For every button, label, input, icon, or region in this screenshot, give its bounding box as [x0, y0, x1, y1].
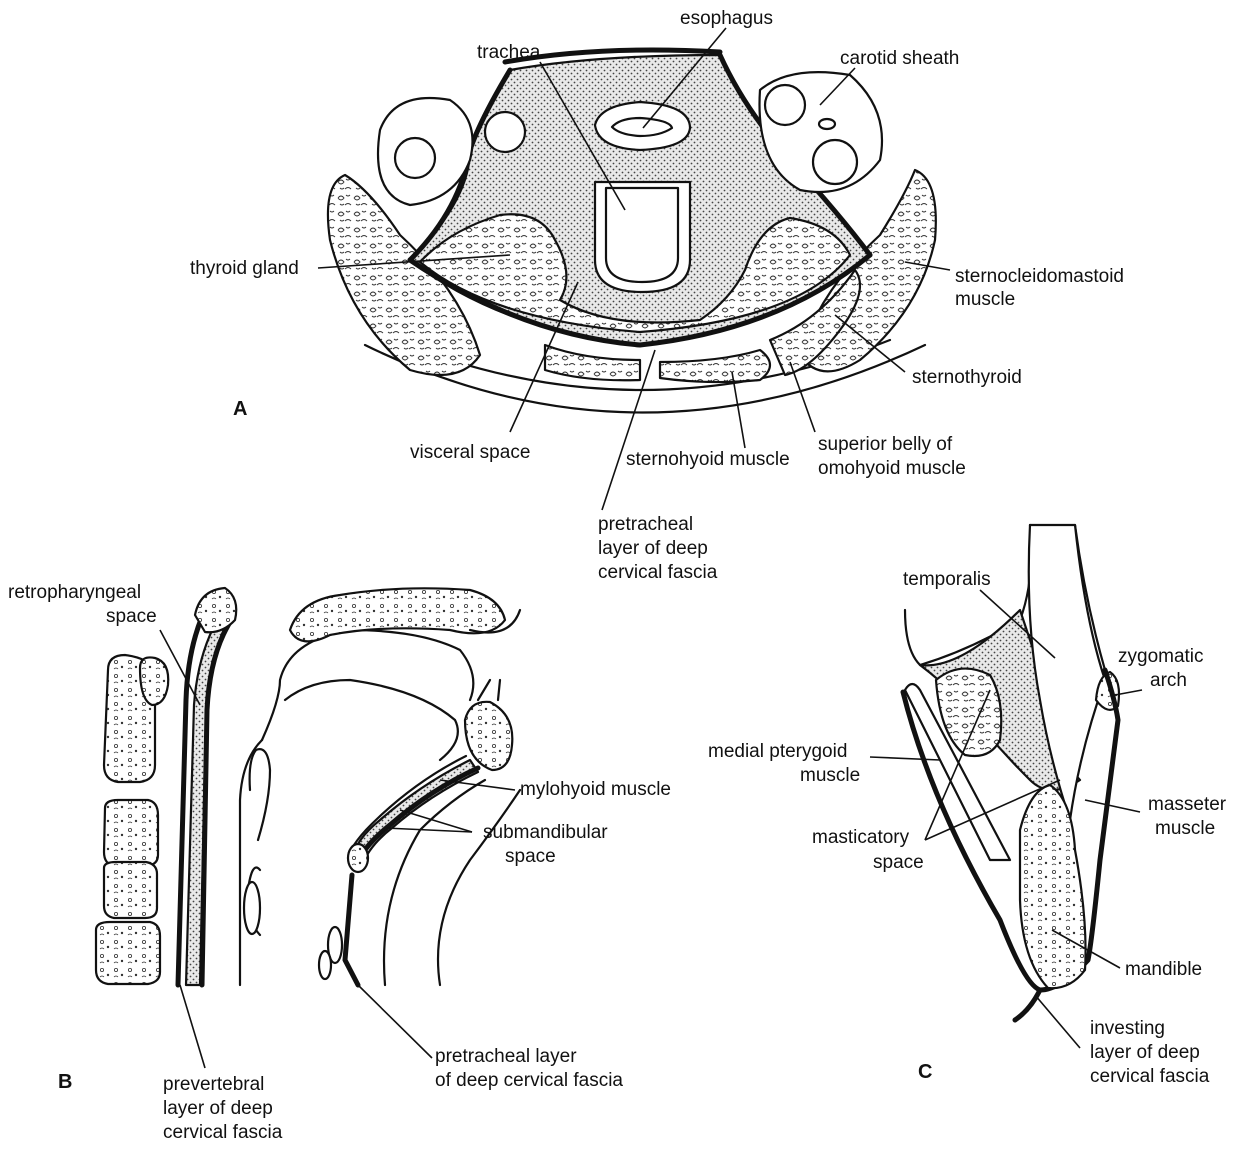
- leader-prevertebral: [180, 985, 205, 1068]
- label-sternocleidomastoid-2: muscle: [955, 289, 1015, 310]
- label-zygomatic-2: arch: [1150, 670, 1187, 691]
- label-omohyoid-2: omohyoid muscle: [818, 458, 966, 479]
- leader-pretracheal-b: [358, 985, 432, 1058]
- label-retropharyngeal-1: retropharyngeal: [8, 582, 141, 603]
- vagus-nerve: [819, 119, 835, 129]
- label-investing-3: cervical fascia: [1090, 1066, 1210, 1087]
- label-medial-pterygoid-1: medial pterygoid: [708, 741, 847, 762]
- label-masseter-2: muscle: [1155, 818, 1215, 839]
- label-retropharyngeal-2: space: [106, 606, 157, 627]
- larynx-cartilage: [244, 882, 260, 934]
- label-carotid-sheath: carotid sheath: [840, 48, 959, 69]
- label-prevertebral-1: prevertebral: [163, 1074, 264, 1095]
- label-trachea: trachea: [477, 42, 541, 63]
- label-masticatory-2: space: [873, 852, 924, 873]
- vertebra-3: [104, 862, 157, 918]
- vertebra-2: [104, 800, 158, 866]
- hyoid: [348, 844, 368, 872]
- label-investing-2: layer of deep: [1090, 1042, 1200, 1063]
- label-sternohyoid-muscle: sternohyoid muscle: [626, 449, 790, 470]
- label-thyroid-gland: thyroid gland: [190, 258, 299, 279]
- tongue: [285, 680, 458, 760]
- panel-c: C temporalis zygomatic arch medial ptery…: [708, 525, 1227, 1087]
- label-pretracheal-b-2: of deep cervical fascia: [435, 1070, 623, 1091]
- label-medial-pterygoid-2: muscle: [800, 765, 860, 786]
- label-temporalis: temporalis: [903, 569, 991, 590]
- label-esophagus: esophagus: [680, 8, 773, 29]
- panel-letter-a: A: [233, 398, 247, 420]
- label-mandible: mandible: [1125, 959, 1202, 980]
- label-mylohyoid-muscle: mylohyoid muscle: [520, 779, 671, 800]
- label-pretracheal-a-3: cervical fascia: [598, 562, 718, 583]
- label-pretracheal-a-1: pretracheal: [598, 514, 693, 535]
- oral-cavity-outline: [262, 630, 473, 740]
- chin-outline: [478, 680, 500, 700]
- epiglottis: [250, 749, 270, 840]
- sternohyoid-right: [660, 350, 770, 382]
- label-pretracheal-b-1: pretracheal layer: [435, 1046, 577, 1067]
- left-jugular: [485, 112, 525, 152]
- label-omohyoid-1: superior belly of: [818, 434, 953, 455]
- label-prevertebral-3: cervical fascia: [163, 1122, 283, 1143]
- label-visceral-space: visceral space: [410, 442, 530, 463]
- label-sternothyroid: sternothyroid: [912, 367, 1022, 388]
- anterior-neck: [438, 790, 520, 985]
- left-carotid: [395, 138, 435, 178]
- pharynx-posterior: [240, 740, 262, 985]
- leader-investing: [1035, 995, 1080, 1048]
- pretracheal-fascia-b: [345, 875, 358, 985]
- label-prevertebral-2: layer of deep: [163, 1098, 273, 1119]
- esophagus: [595, 102, 690, 150]
- leader-omohyoid: [790, 362, 815, 432]
- panel-a: A esophagus trachea carotid sheath thyro…: [190, 8, 1124, 583]
- panel-letter-b: B: [58, 1071, 72, 1093]
- skull-base-b: [195, 588, 236, 632]
- leader-medial-pterygoid: [870, 757, 940, 760]
- leader-masseter: [1085, 800, 1140, 812]
- panel-b: B retropharyngeal space mylohyoid muscle…: [8, 582, 671, 1143]
- label-submandibular-2: space: [505, 846, 556, 867]
- mandible-c: [1020, 785, 1086, 988]
- investing-fascia-c: [1015, 990, 1040, 1020]
- label-submandibular-1: submandibular: [483, 822, 608, 843]
- dens: [140, 657, 168, 705]
- panel-letter-c: C: [918, 1061, 932, 1083]
- label-masticatory-1: masticatory: [812, 827, 910, 848]
- mandible-b: [465, 702, 512, 770]
- retropharyngeal-space: [186, 612, 230, 985]
- label-pretracheal-a-2: layer of deep: [598, 538, 708, 559]
- vertebra-4: [96, 922, 160, 984]
- cricoid-b: [319, 951, 331, 979]
- label-investing-1: investing: [1090, 1018, 1165, 1039]
- right-jugular: [813, 140, 857, 184]
- right-carotid: [765, 85, 805, 125]
- label-zygomatic-1: zygomatic: [1118, 646, 1204, 667]
- label-masseter-1: masseter: [1148, 794, 1227, 815]
- trachea: [595, 182, 690, 292]
- sternohyoid-left: [545, 345, 640, 380]
- label-sternocleidomastoid-1: sternocleidomastoid: [955, 266, 1124, 287]
